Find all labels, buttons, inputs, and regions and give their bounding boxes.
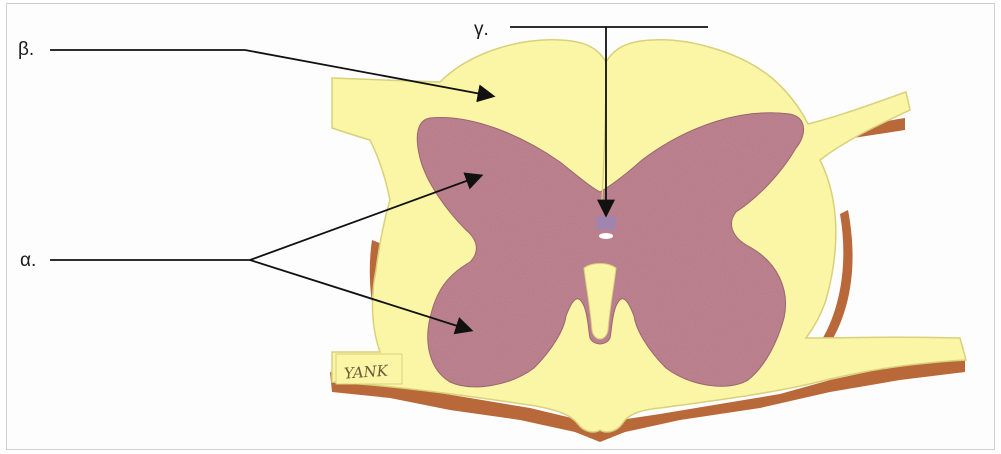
central-canal-region [596,216,616,230]
label-alpha: α. [20,251,36,270]
artist-signature: YANK [343,362,389,383]
label-beta: β. [18,40,34,59]
central-canal [599,233,613,239]
label-gamma: γ. [474,20,489,39]
